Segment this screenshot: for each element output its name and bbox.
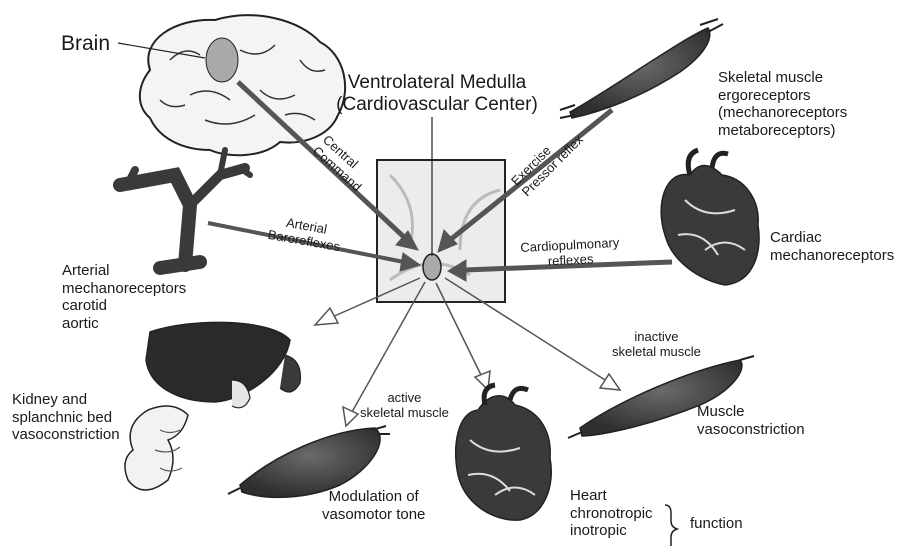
cardiac-mechanoreceptors-label: Cardiac mechanoreceptors xyxy=(770,229,894,264)
medulla-title: Ventrolateral Medulla (Cardiovascular Ce… xyxy=(307,72,567,117)
cardiac-heart-illustration xyxy=(661,150,759,285)
active-muscle-label: active skeletal muscle xyxy=(360,390,449,421)
effector-heart-illustration xyxy=(456,385,551,520)
heart-label: Heart chronotropic inotropic xyxy=(570,487,653,540)
skeletal-muscle-ergoreceptors-label: Skeletal muscle ergoreceptors (mechanore… xyxy=(718,69,847,140)
arterial-tree-illustration xyxy=(120,150,250,268)
function-brace xyxy=(665,505,677,546)
kidney-splanchnic-label: Kidney and splanchnic bed vasoconstricti… xyxy=(12,391,120,444)
arterial-mechanoreceptors-label: Arterial mechanoreceptors carotid aortic xyxy=(62,262,186,333)
brain-motor-area xyxy=(206,38,238,82)
skeletal-muscle-illustration xyxy=(560,19,723,118)
active-muscle-illustration xyxy=(228,426,390,497)
medulla-center-spot xyxy=(423,254,441,280)
function-label: function xyxy=(690,515,743,533)
cardiopulmonary-label: Cardiopulmonary reflexes xyxy=(520,235,620,271)
modulation-vasomotor-label: Modulation of vasomotor tone xyxy=(322,488,425,523)
muscle-vasoconstriction-label: Muscle vasoconstriction xyxy=(697,403,805,438)
brain-label: Brain xyxy=(61,32,110,57)
inactive-muscle-label: inactive skeletal muscle xyxy=(612,329,701,360)
